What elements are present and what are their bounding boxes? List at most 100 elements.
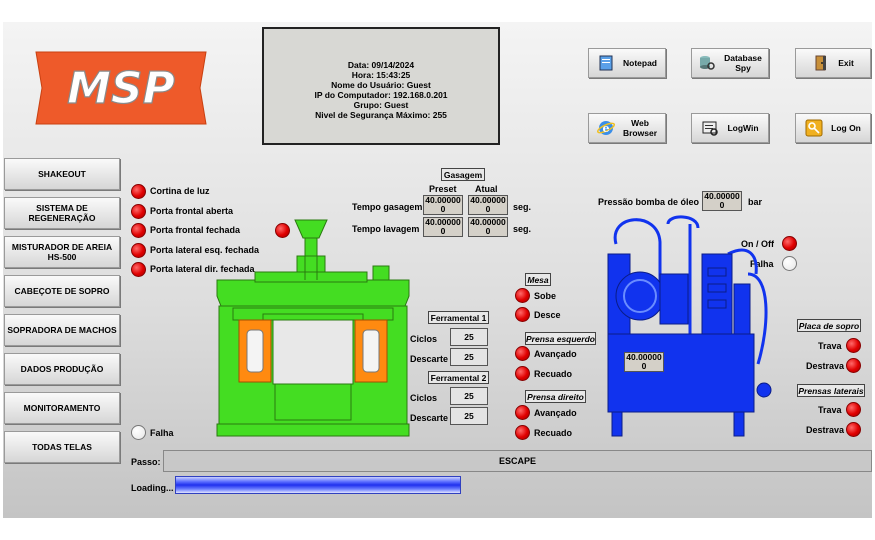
log-on-button[interactable]: Log On (795, 113, 871, 143)
prensa-esquerdo-title: Prensa esquerdo (525, 332, 596, 345)
logwin-label: LogWin (727, 123, 759, 133)
info-box: Data: 09/14/2024 Hora: 15:43:25 Nome do … (262, 27, 500, 145)
mesa-sobe-label: Sobe (534, 291, 557, 301)
ferr2-descarte-label: Descarte (410, 413, 449, 423)
prensa-esq-recuado-indicator (515, 366, 530, 381)
info-user: Nome do Usuário: Guest (331, 80, 431, 90)
preset-label: Preset (429, 184, 457, 194)
porta-lateral-dir-indicator (131, 262, 146, 277)
logo-text: MSP (67, 63, 175, 114)
ferramental2-title: Ferramental 2 (428, 371, 489, 384)
web-browser-icon: e (596, 121, 615, 135)
tempo-gasagem-label: Tempo gasagem (352, 202, 423, 212)
placa-destrava-indicator (846, 358, 861, 373)
onoff-indicator (782, 236, 797, 251)
placa-trava-indicator (846, 338, 861, 353)
porta-lateral-esq-indicator (131, 243, 146, 258)
svg-text:e: e (602, 122, 609, 135)
porta-frontal-fechada-indicator (131, 223, 146, 238)
sensor-label: Porta lateral dir. fechada (150, 264, 255, 274)
prensa-esq-avancado-indicator (515, 346, 530, 361)
sidebar-item-shakeout[interactable]: SHAKEOUT (4, 158, 120, 190)
hyd-falha-label: Falha (750, 259, 774, 269)
lavagem-unit: seg. (513, 224, 532, 234)
exit-label: Exit (838, 58, 854, 68)
info-security: Nivel de Segurança Máximo: 255 (315, 110, 447, 120)
gasagem-title: Gasagem (441, 168, 485, 181)
loading-track (175, 476, 855, 494)
passo-value: ESCAPE (163, 450, 872, 472)
exit-button[interactable]: Exit (795, 48, 871, 78)
mesa-desce-indicator (515, 307, 530, 322)
prensas-laterais-title: Prensas laterais (797, 384, 865, 397)
gasagem-unit: seg. (513, 202, 532, 212)
exit-door-icon (815, 55, 827, 71)
ferramental1-title: Ferramental 1 (428, 311, 489, 324)
hydraulic-unit (607, 215, 772, 437)
ferr1-ciclos-label: Ciclos (410, 334, 438, 344)
sidebar-item-dados-producao[interactable]: DADOS PRODUÇÃO (4, 353, 120, 385)
atual-label: Atual (475, 184, 498, 194)
log-on-label: Log On (831, 123, 861, 133)
logwin-icon (702, 121, 719, 136)
placa-sopro-title: Placa de sopro (797, 319, 861, 332)
porta-frontal-aberta-indicator (131, 204, 146, 219)
prensa-esq-recuado-label: Recuado (534, 369, 573, 379)
sidebar-item-monitoramento[interactable]: MONITORAMENTO (4, 392, 120, 424)
pressao-label: Pressão bomba de óleo (598, 197, 700, 207)
falha-left-indicator (131, 425, 146, 440)
notepad-icon (599, 55, 613, 71)
info-ip: IP do Computador: 192.168.0.201 (314, 90, 448, 100)
tempo-lavagem-label: Tempo lavagem (352, 224, 420, 234)
notepad-button[interactable]: Notepad (588, 48, 666, 78)
loading-progress-bar (175, 476, 461, 494)
sensor-label: Porta lateral esq. fechada (150, 245, 260, 255)
prensa-esq-avancado-label: Avançado (534, 349, 577, 359)
mesa-sobe-indicator (515, 288, 530, 303)
laterais-trava-label: Trava (818, 405, 842, 415)
ferr2-descarte-value: 25 (450, 407, 488, 425)
laterais-trava-indicator (846, 402, 861, 417)
sensor-label: Porta frontal aberta (150, 206, 234, 216)
ferr2-ciclos-label: Ciclos (410, 393, 438, 403)
sidebar-item-todas-telas[interactable]: TODAS TELAS (4, 431, 120, 463)
onoff-label: On / Off (741, 239, 774, 249)
logwin-button[interactable]: LogWin (691, 113, 769, 143)
mesa-desce-label: Desce (534, 310, 561, 320)
laterais-destrava-label: Destrava (806, 425, 845, 435)
placa-destrava-label: Destrava (806, 361, 845, 371)
ferr1-descarte-label: Descarte (410, 354, 449, 364)
prensa-dir-recuado-indicator (515, 425, 530, 440)
laterais-destrava-indicator (846, 422, 861, 437)
sidebar-item-sopradora[interactable]: SOPRADORA DE MACHOS (4, 314, 120, 346)
sensor-label: Porta frontal fechada (150, 225, 241, 235)
loading-label: Loading... (131, 483, 174, 493)
prensa-dir-avancado-indicator (515, 405, 530, 420)
info-group: Grupo: Guest (353, 100, 409, 110)
mesa-title: Mesa (525, 273, 551, 286)
sensor-label: Cortina de luz (150, 186, 210, 196)
core-blower-machine (216, 219, 410, 437)
falha-left-label: Falha (150, 428, 174, 438)
info-date: Data: 09/14/2024 (347, 60, 415, 70)
database-icon (700, 56, 715, 70)
ferr1-ciclos-value: 25 (450, 328, 488, 346)
passo-label: Passo: (131, 457, 161, 467)
info-time: Hora: 15:43:25 (351, 70, 411, 80)
notepad-label: Notepad (623, 58, 657, 68)
sidebar-item-cabecote[interactable]: CABEÇOTE DE SOPRO (4, 275, 120, 307)
msp-logo: MSP (35, 51, 207, 125)
hopper-indicator (275, 223, 290, 238)
placa-trava-label: Trava (818, 341, 842, 351)
key-icon (805, 119, 823, 137)
